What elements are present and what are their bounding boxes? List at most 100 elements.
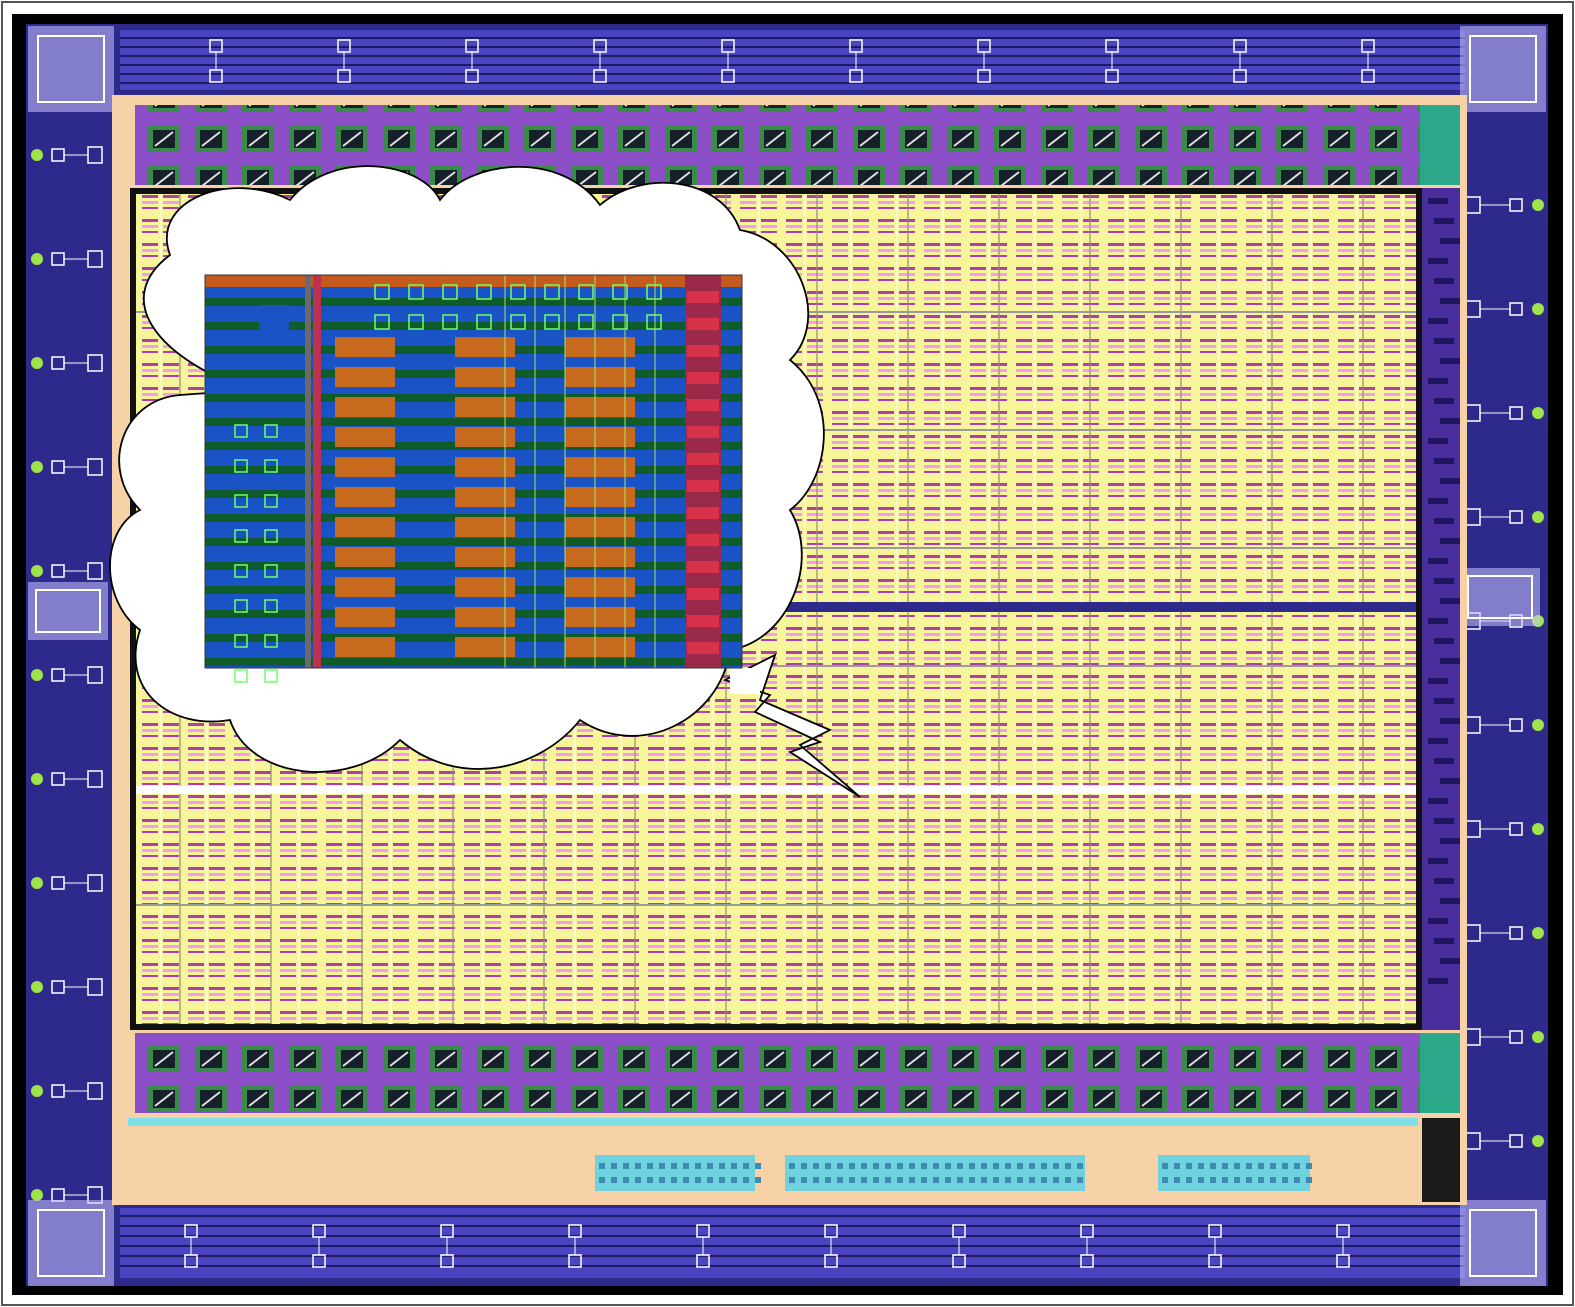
inset-diffusion — [335, 637, 395, 657]
macro-cell — [635, 1177, 641, 1183]
inset-diffusion — [565, 637, 635, 657]
macro-cell — [647, 1163, 653, 1169]
io-pad — [87, 666, 103, 684]
macro-cell — [909, 1177, 915, 1183]
macro-cell — [695, 1177, 701, 1183]
macro-cell — [1174, 1177, 1180, 1183]
io-pad — [87, 458, 103, 476]
macro-cell — [1222, 1163, 1228, 1169]
macro-cell — [1077, 1163, 1083, 1169]
macro-cell — [1282, 1163, 1288, 1169]
inset-via — [234, 634, 248, 648]
macro-cell — [837, 1177, 843, 1183]
io-pad — [1509, 510, 1523, 524]
io-pad — [87, 562, 103, 580]
routing-segment — [1434, 878, 1454, 884]
macro-cell — [1270, 1163, 1276, 1169]
routing-segment — [1434, 818, 1454, 824]
inset-via — [578, 284, 594, 300]
routing-segment — [1434, 578, 1454, 584]
routing-segment — [1428, 798, 1448, 804]
inset-diffusion — [335, 397, 395, 417]
macro-cell — [743, 1177, 749, 1183]
inset-contact — [259, 305, 289, 331]
routing-segment — [1428, 498, 1448, 504]
routing-segment — [1440, 838, 1460, 844]
inset-gray-column — [305, 275, 311, 668]
routing-segment — [1434, 758, 1454, 764]
macro-cell — [1282, 1177, 1288, 1183]
macro-cell — [683, 1177, 689, 1183]
pad-via — [31, 149, 43, 161]
inset-diffusion — [565, 487, 635, 507]
macro-cell — [611, 1177, 617, 1183]
routing-segment — [1428, 918, 1448, 924]
macro-cell — [969, 1177, 975, 1183]
macro-cell — [909, 1163, 915, 1169]
peripheral-bus — [128, 1118, 1418, 1126]
pad-via — [1532, 927, 1544, 939]
inset-diffusion — [335, 427, 395, 447]
routing-segment — [1434, 218, 1454, 224]
corner-cell-outline — [37, 35, 105, 103]
macro-cell — [635, 1163, 641, 1169]
macro-cell — [599, 1163, 605, 1169]
macro-cell — [1186, 1163, 1192, 1169]
inset-diffusion — [455, 457, 515, 477]
inset-via — [476, 284, 492, 300]
inset-diffusion — [565, 367, 635, 387]
macro-cell — [1294, 1163, 1300, 1169]
macro-cell — [731, 1177, 737, 1183]
pad-via — [31, 565, 43, 577]
io-pad — [87, 250, 103, 268]
macro-cell — [993, 1163, 999, 1169]
inset-diffusion — [335, 517, 395, 537]
io-pad — [1509, 1030, 1523, 1044]
macro-cell — [1174, 1163, 1180, 1169]
macro-cell — [813, 1177, 819, 1183]
pad-via — [31, 877, 43, 889]
inset-via — [264, 424, 278, 438]
inset-via — [234, 564, 248, 578]
tail-join — [730, 668, 760, 694]
io-pad — [87, 1082, 103, 1100]
inset-diffusion — [455, 517, 515, 537]
routing-segment — [1440, 898, 1460, 904]
macro-cell — [671, 1177, 677, 1183]
corner-cell — [28, 26, 114, 112]
macro-cell — [861, 1177, 867, 1183]
inset-red-cell — [687, 291, 719, 303]
routing-segment — [1440, 238, 1460, 244]
macro-cell — [825, 1163, 831, 1169]
bottom-cell-rows — [135, 1033, 1420, 1113]
macro-cell — [623, 1177, 629, 1183]
inset-diffusion — [335, 337, 395, 357]
pad-via — [31, 773, 43, 785]
routing-segment — [1428, 978, 1448, 984]
pad-via — [1532, 407, 1544, 419]
routing-segment — [1440, 718, 1460, 724]
inset-red-cell — [687, 453, 719, 465]
inset-diffusion — [455, 577, 515, 597]
macro-cell — [933, 1163, 939, 1169]
macro-cell — [599, 1177, 605, 1183]
side-power-cell-outline — [1467, 575, 1533, 619]
routing-segment — [1440, 778, 1460, 784]
macro-cell — [1198, 1163, 1204, 1169]
routing-segment — [1434, 698, 1454, 704]
macro-cell — [1053, 1177, 1059, 1183]
pad-via — [1532, 511, 1544, 523]
macro-cell — [801, 1163, 807, 1169]
core-power-strap — [740, 602, 1416, 612]
macro-cell — [921, 1163, 927, 1169]
inset-border — [204, 274, 743, 669]
macro-cell — [897, 1163, 903, 1169]
macro-cell — [1198, 1177, 1204, 1183]
corner-cell — [1460, 1200, 1546, 1286]
io-pad — [87, 354, 103, 372]
inset-diffusion — [455, 487, 515, 507]
io-pad — [1509, 302, 1523, 316]
inset-red-cell — [687, 345, 719, 357]
corner-cell — [1460, 26, 1546, 112]
io-pad — [87, 770, 103, 788]
